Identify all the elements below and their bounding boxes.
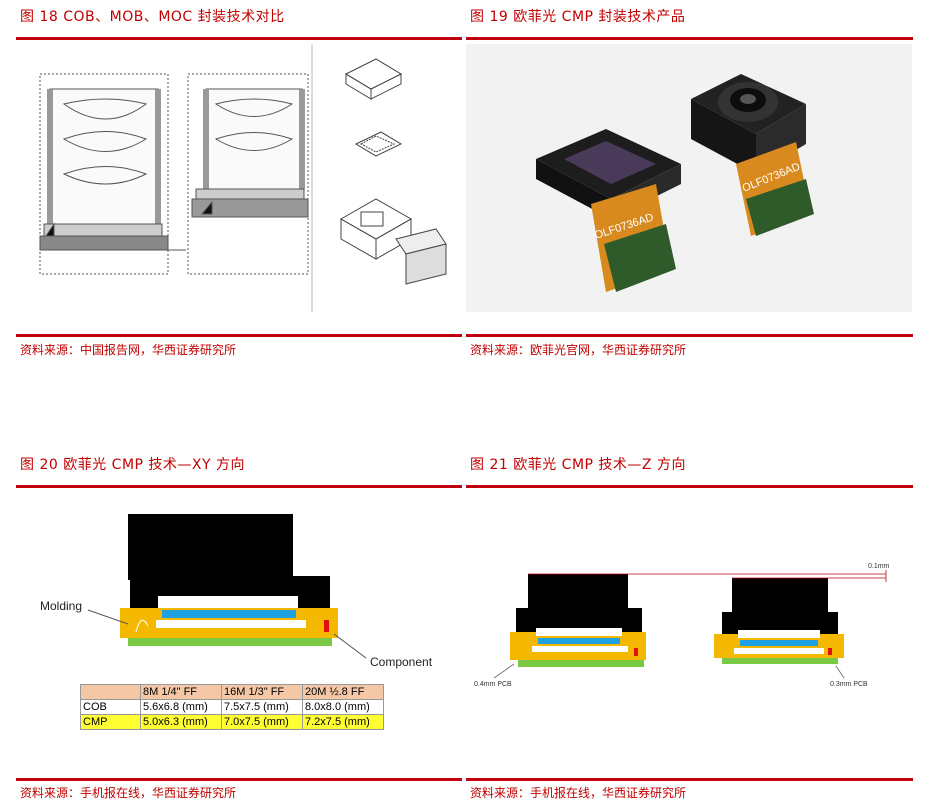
figure-title: 图 19 欧菲光 CMP 封装技术产品 [470, 9, 686, 25]
figure-source: 资料来源：手机报在线，华西证券研究所 [470, 786, 687, 800]
size-comparison-table: 8M 1/4" FF 16M 1/3" FF 20M ½.8 FF COB 5.… [80, 684, 384, 730]
figure-source: 资料来源：中国报告网，华西证券研究所 [20, 343, 237, 357]
table-header-row: 8M 1/4" FF 16M 1/3" FF 20M ½.8 FF [80, 684, 384, 700]
cmp-product-photo: OLF0736AD OLF0736AD [466, 44, 912, 312]
source-rule [16, 334, 462, 337]
source-rule [466, 334, 913, 337]
figure-source: 资料来源：欧菲光官网，华西证券研究所 [470, 343, 687, 357]
title-rule [466, 37, 913, 40]
component-label: Component [370, 655, 433, 669]
table-cell: 20M ½.8 FF [302, 684, 384, 700]
table-cell: CMP [80, 714, 141, 730]
table-cell: 5.6x6.8 (mm) [140, 699, 222, 715]
table-cell: 5.0x6.3 (mm) [140, 714, 222, 730]
figure-source: 资料来源：手机报在线，华西证券研究所 [20, 786, 237, 800]
title-rule [466, 485, 913, 488]
table-cell: 7.5x7.5 (mm) [221, 699, 303, 715]
molding-label: Molding [40, 599, 82, 613]
table-cell: 8.0x8.0 (mm) [302, 699, 384, 715]
title-rule [16, 37, 462, 40]
title-rule [16, 485, 462, 488]
source-rule [16, 778, 462, 781]
table-row: CMP 5.0x6.3 (mm) 7.0x7.5 (mm) 7.2x7.5 (m… [80, 714, 384, 730]
dimension-label: 0.1mm [868, 563, 890, 570]
table-cell: 16M 1/3" FF [221, 684, 303, 700]
table-cell: COB [80, 699, 141, 715]
table-cell: 7.2x7.5 (mm) [302, 714, 384, 730]
figure-title: 图 21 欧菲光 CMP 技术—Z 方向 [470, 457, 686, 473]
left-pcb-label: 0.4mm PCB [474, 681, 512, 688]
table-cell [80, 684, 141, 700]
right-pcb-label: 0.3mm PCB [830, 681, 868, 688]
table-cell: 7.0x7.5 (mm) [221, 714, 303, 730]
cmp-z-diagram: 0.1mm 0.4mm PCB 0.3mm PCB [466, 492, 912, 772]
figure-title: 图 20 欧菲光 CMP 技术—XY 方向 [20, 457, 246, 473]
cob-mob-moc-drawing [16, 44, 462, 312]
table-row: COB 5.6x6.8 (mm) 7.5x7.5 (mm) 8.0x8.0 (m… [80, 699, 384, 715]
cmp-xy-diagram: Molding Component 8M 1/4" FF 16M 1/3" FF… [16, 492, 462, 782]
source-rule [466, 778, 913, 781]
table-cell: 8M 1/4" FF [140, 684, 222, 700]
figure-title: 图 18 COB、MOB、MOC 封装技术对比 [20, 9, 285, 25]
